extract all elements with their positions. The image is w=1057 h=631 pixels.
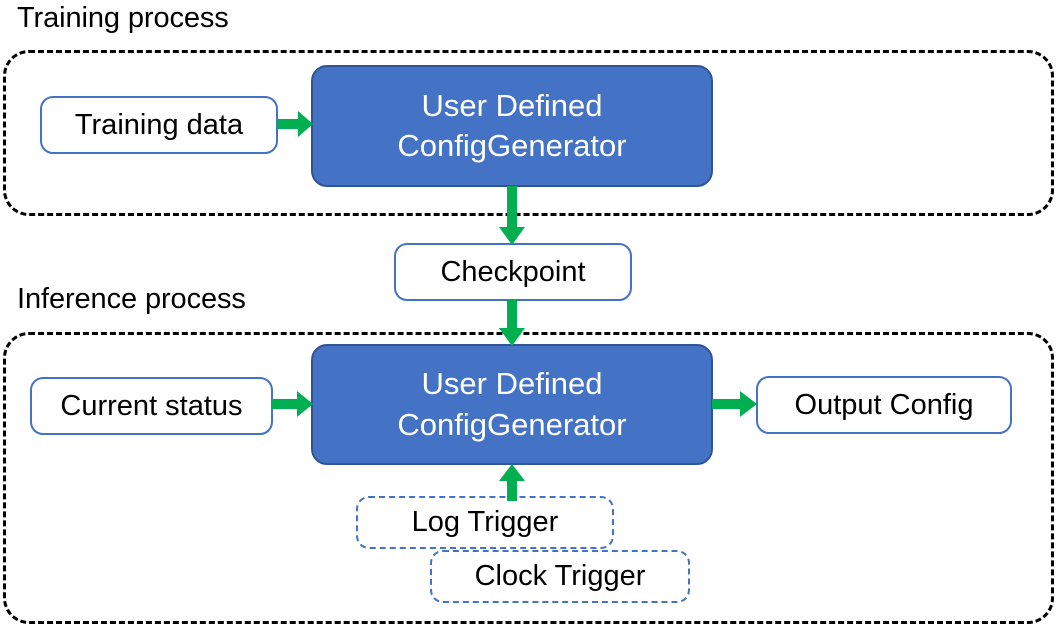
training-process-label: Training process [17, 2, 229, 34]
node-training-data[interactable]: Training data [40, 96, 278, 154]
inference-process-label: Inference process [17, 283, 246, 315]
node-output-config[interactable]: Output Config [756, 376, 1012, 434]
node-log-trigger[interactable]: Log Trigger [356, 496, 614, 549]
arrow-training-data-to-generator-icon [278, 110, 314, 138]
arrow-triggers-to-generator-icon [498, 464, 526, 502]
inference-process-group [3, 332, 1054, 624]
arrow-generator-to-output-config-icon [712, 390, 758, 418]
node-clock-trigger[interactable]: Clock Trigger [430, 550, 690, 603]
node-user-defined-config-generator-inference[interactable]: User Defined ConfigGenerator [311, 344, 713, 465]
arrow-current-status-to-generator-icon [272, 390, 314, 418]
arrow-generator-to-checkpoint-icon [498, 186, 526, 246]
training-process-group [3, 50, 1054, 216]
node-checkpoint[interactable]: Checkpoint [394, 243, 632, 301]
node-current-status[interactable]: Current status [30, 377, 273, 435]
node-user-defined-config-generator-training[interactable]: User Defined ConfigGenerator [311, 65, 713, 187]
arrow-checkpoint-to-generator-icon [498, 299, 526, 347]
